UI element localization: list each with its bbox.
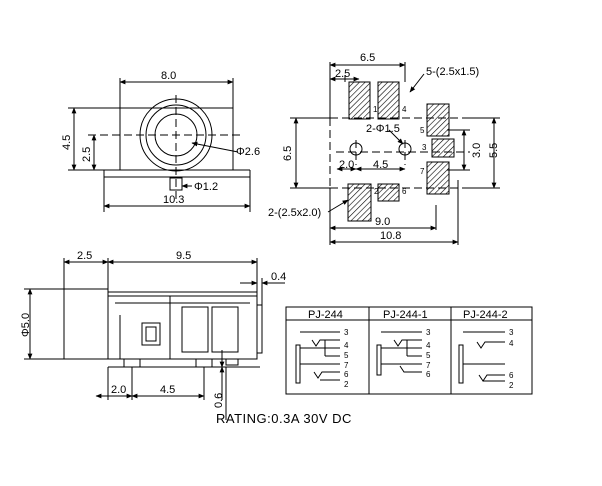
pins-pj-244-1: 3 4 5 7 6 (426, 328, 431, 379)
svg-text:6: 6 (402, 187, 407, 196)
svg-text:5: 5 (344, 351, 349, 360)
mount-hole-1 (349, 142, 363, 156)
svg-text:4: 4 (344, 341, 349, 350)
schematic-header-2: PJ-244-1 (383, 309, 428, 321)
pad-1 (348, 81, 371, 120)
side-dia-label: Φ5.0 (20, 313, 32, 337)
svg-text:3: 3 (426, 328, 431, 337)
pad-6 (377, 183, 400, 202)
pad-hole-x-label: 2.0 (339, 159, 354, 171)
svg-text:7: 7 (426, 361, 431, 370)
side-pin-b-label: 4.5 (160, 384, 175, 396)
svg-text:6: 6 (344, 370, 349, 379)
side-pin-1 (123, 358, 141, 368)
side-tab-label: 0.4 (271, 271, 286, 283)
side-length-label: 9.5 (176, 250, 191, 262)
svg-text:2: 2 (509, 381, 514, 390)
side-tab (256, 304, 263, 354)
pads (347, 81, 455, 222)
side-pin-2 (195, 358, 213, 368)
schematic-header-1: PJ-244 (308, 309, 343, 321)
symbol-pj-244 (295, 331, 340, 384)
pad-numbers: 1 4 5 3 7 2 6 (373, 105, 427, 196)
pad-2 (347, 183, 372, 222)
front-height-label: 4.5 (61, 135, 73, 150)
front-view (68, 78, 251, 212)
svg-text:5: 5 (426, 351, 431, 360)
svg-text:7: 7 (420, 167, 425, 176)
pad-hole-dia-label: 2-Φ1.5 (366, 123, 400, 135)
svg-text:4: 4 (426, 341, 431, 350)
svg-text:1: 1 (373, 105, 378, 114)
side-front-label: 2.5 (77, 250, 92, 262)
pins-pj-244-2: 3 4 6 2 (509, 328, 514, 390)
side-pin-3 (225, 358, 239, 366)
pad-4 (377, 81, 400, 120)
symbol-pj-244-2 (458, 331, 505, 384)
pad-span9-label: 9.0 (375, 216, 390, 228)
pad-3 (431, 138, 455, 158)
pad-inner-h-label: 3.0 (471, 143, 483, 158)
pad-7 (426, 161, 450, 195)
svg-text:2: 2 (344, 380, 349, 389)
side-pin-a-label: 2.0 (111, 384, 126, 396)
pad-span10-label: 10.8 (380, 230, 401, 242)
svg-text:3: 3 (509, 328, 514, 337)
svg-text:6: 6 (426, 370, 431, 379)
pad-height-label: 6.5 (282, 146, 294, 161)
schematic-table (285, 306, 533, 395)
pins-pj-244: 3 4 5 7 6 2 (344, 328, 349, 389)
pad-top-width-label: 6.5 (360, 52, 375, 64)
pad-size5-label: 5-(2.5x1.5) (426, 66, 479, 78)
front-hole-dia-label: Φ2.6 (236, 146, 260, 158)
svg-text:3: 3 (422, 143, 427, 152)
rating-label: RATING:0.3A 30V DC (216, 411, 352, 426)
side-latch (141, 322, 161, 346)
svg-text:6: 6 (509, 371, 514, 380)
symbol-pj-244-1 (376, 331, 422, 376)
side-pin-c-label: 0.6 (213, 393, 225, 408)
mount-hole-2 (398, 142, 412, 156)
svg-text:2: 2 (374, 187, 379, 196)
pad-5 (426, 103, 450, 137)
schematic-header-3: PJ-244-2 (463, 309, 508, 321)
svg-text:4: 4 (509, 339, 514, 348)
pad-size2-label: 2-(2.5x2.0) (268, 207, 321, 219)
side-view (24, 258, 285, 420)
svg-text:4: 4 (402, 105, 407, 114)
front-center-label: 2.5 (81, 147, 93, 162)
side-front-collar (63, 288, 109, 360)
pad-hole-spacing-label: 4.5 (373, 159, 388, 171)
svg-text:7: 7 (344, 361, 349, 370)
pad-outer-h-label: 5.5 (488, 143, 500, 158)
svg-text:5: 5 (420, 126, 425, 135)
front-pin-dia-label: Φ1.2 (194, 181, 218, 193)
front-base-width-label: 10.3 (163, 194, 184, 206)
svg-text:3: 3 (344, 328, 349, 337)
pad-top-offset-label: 2.5 (335, 68, 350, 80)
front-width-label: 8.0 (161, 70, 176, 82)
